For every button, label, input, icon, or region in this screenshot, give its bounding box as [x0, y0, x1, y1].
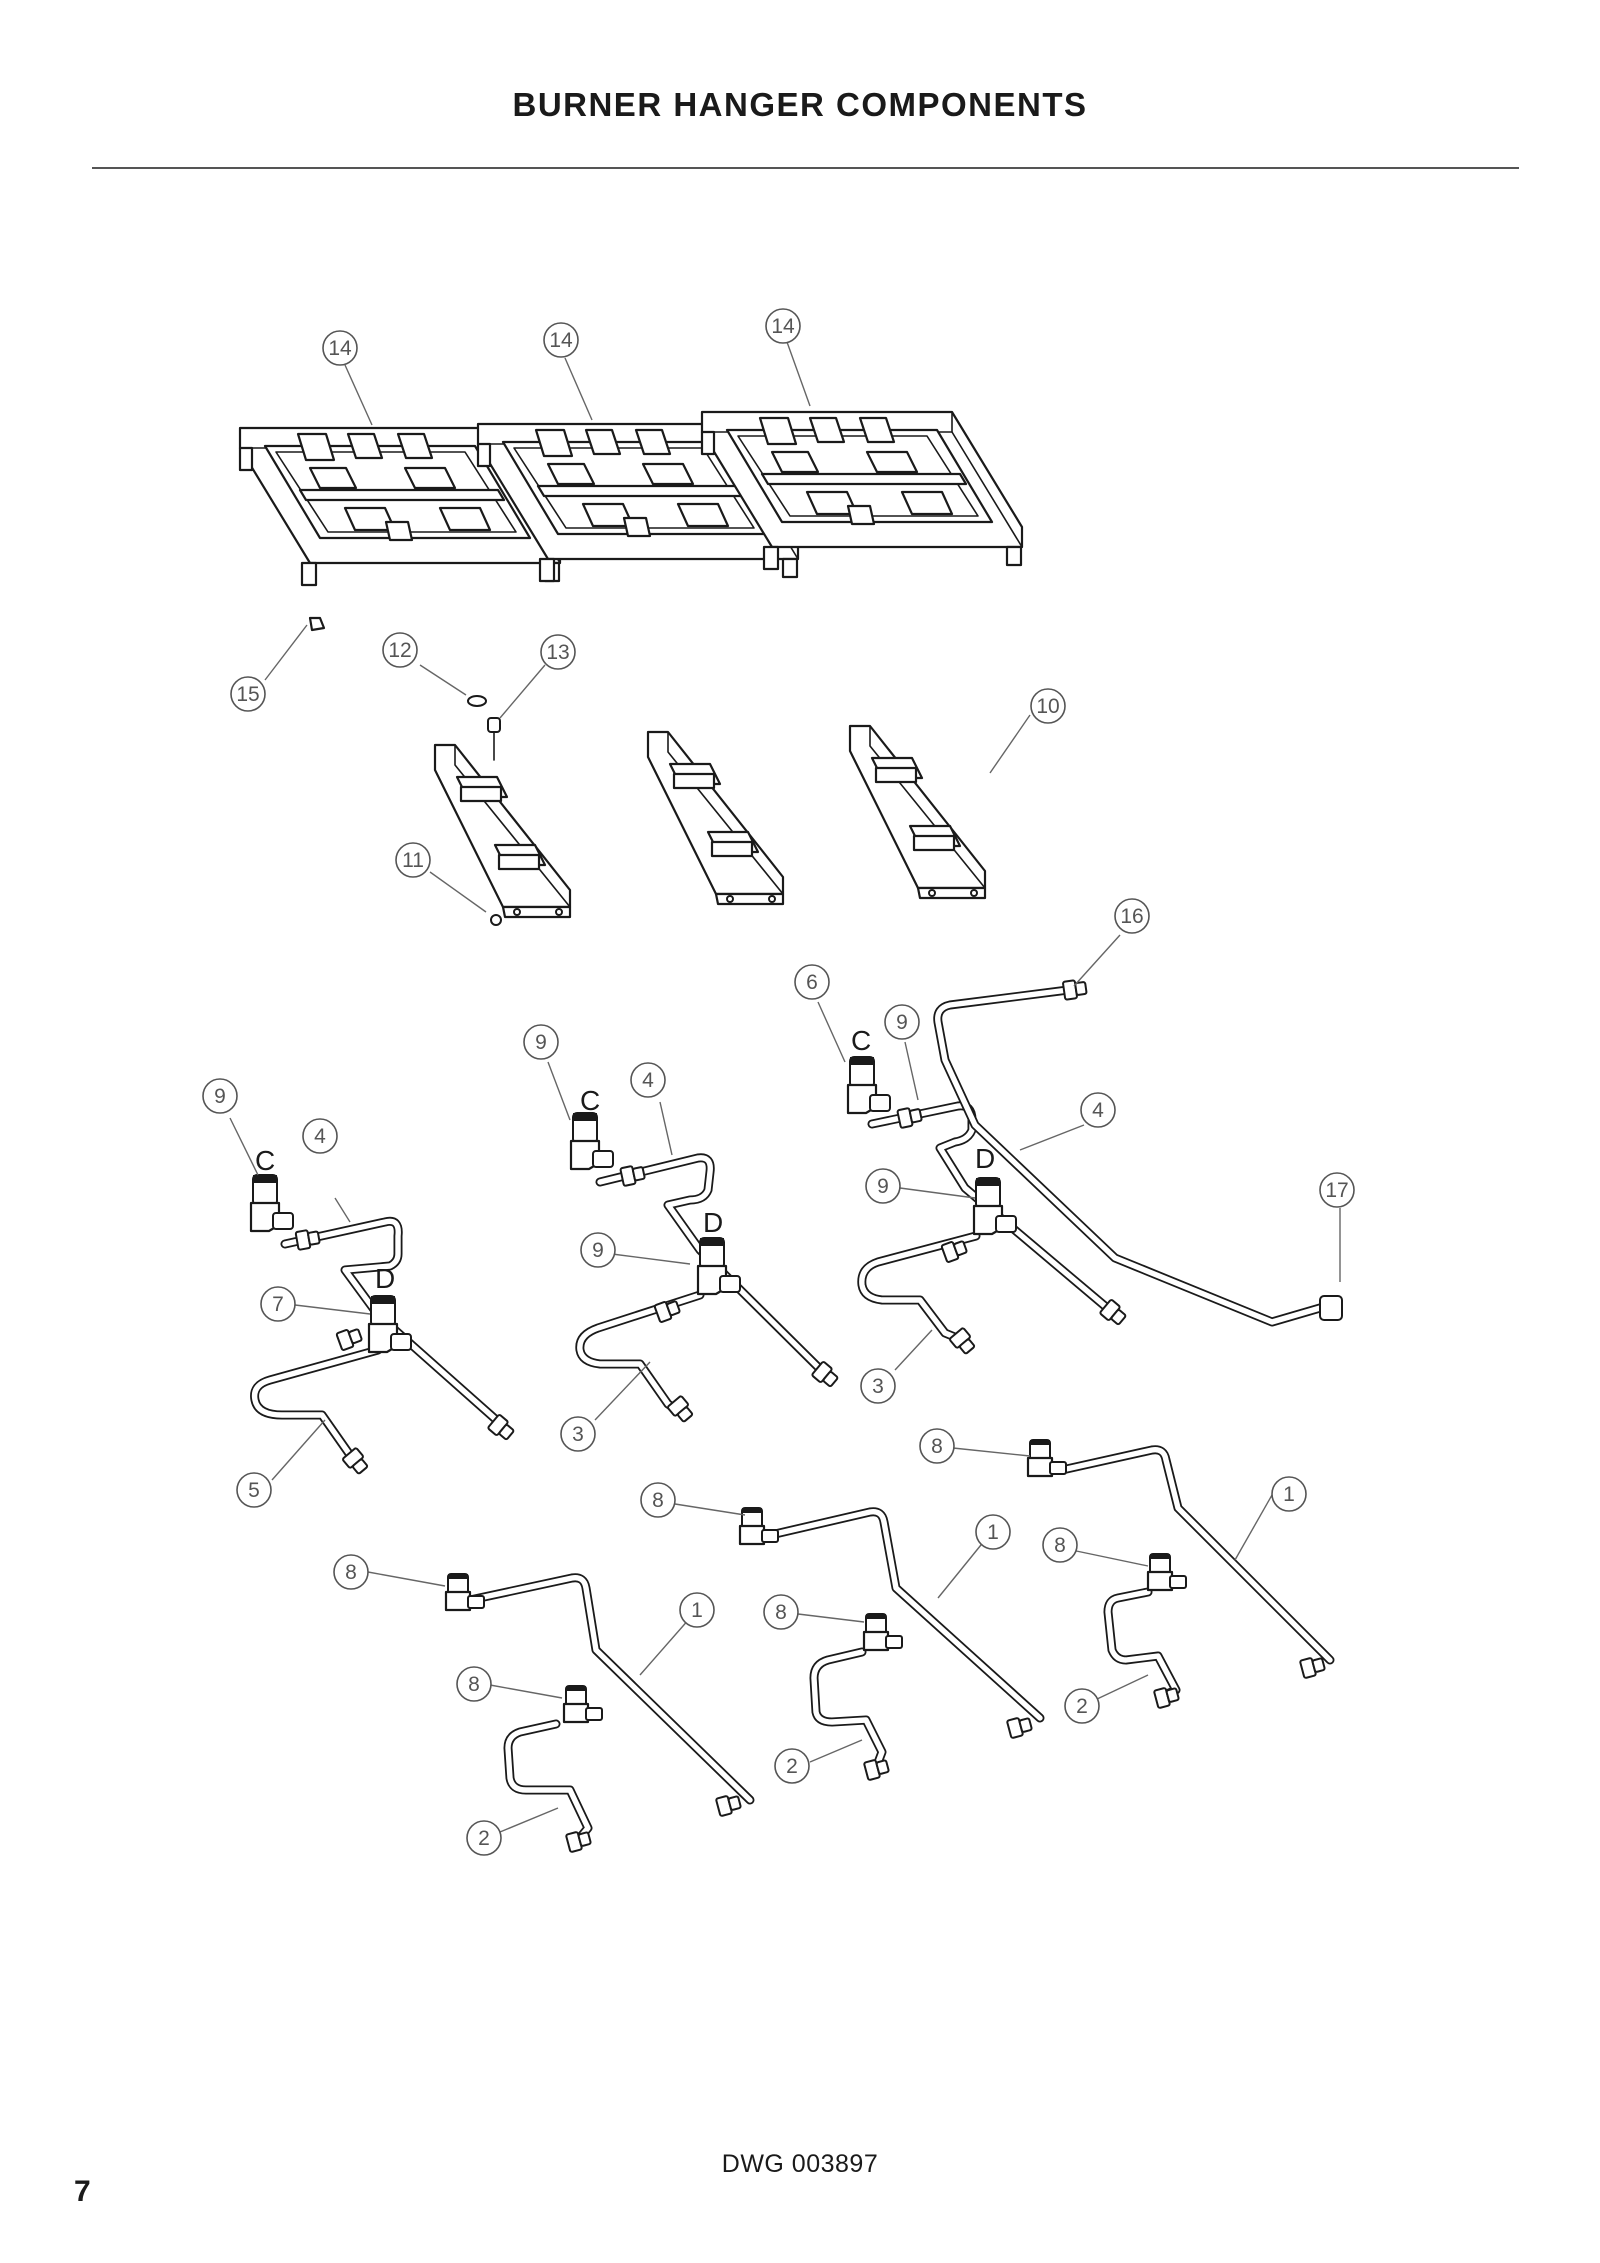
callout-4: 4 [630, 1062, 666, 1098]
callout-1: 1 [1271, 1476, 1307, 1512]
callout-label: 2 [478, 1827, 490, 1850]
callout-8: 8 [919, 1428, 955, 1464]
callout-2: 2 [774, 1748, 810, 1784]
callout-label: 7 [272, 1293, 284, 1316]
tube-assembly-center [569, 1111, 842, 1426]
title-divider [92, 167, 1519, 169]
callout-label: 9 [535, 1031, 547, 1054]
callout-8: 8 [1042, 1527, 1078, 1563]
callout-label: 11 [402, 849, 424, 872]
callout-label: 10 [1036, 695, 1059, 718]
callout-11: 11 [395, 842, 431, 878]
callout-label: 15 [236, 683, 259, 706]
connection-letter-d: D [703, 1207, 723, 1238]
callout-label: 4 [642, 1069, 654, 1092]
page-title: BURNER HANGER COMPONENTS [512, 86, 1088, 123]
callout-9: 9 [202, 1078, 238, 1114]
insert-part-13 [487, 717, 501, 733]
callout-5: 5 [236, 1472, 272, 1508]
callout-label: 1 [691, 1599, 703, 1622]
callout-8: 8 [333, 1554, 369, 1590]
callout-label: 12 [388, 639, 411, 662]
tube-assembly-right [846, 977, 1343, 1358]
callout-label: 8 [775, 1601, 787, 1624]
elbow-part-17 [1319, 1295, 1343, 1321]
grate-foot-part-15 [308, 616, 326, 632]
callout-label: 2 [1076, 1695, 1088, 1718]
burner-hanger-left [433, 743, 572, 919]
callout-17: 17 [1319, 1172, 1355, 1208]
screw-part-11 [490, 914, 502, 926]
callout-13: 13 [540, 634, 576, 670]
callout-label: 9 [592, 1239, 604, 1262]
callout-4: 4 [1080, 1092, 1116, 1128]
burner-hanger-center [646, 730, 785, 906]
callout-label: 9 [877, 1175, 889, 1198]
callout-label: 4 [1092, 1099, 1104, 1122]
tube-assembly-lower-right [1026, 1438, 1335, 1710]
tube-assembly-lower-left [444, 1572, 755, 1854]
callout-label: 14 [328, 337, 352, 360]
page-number: 7 [74, 2175, 91, 2208]
callout-9: 9 [865, 1168, 901, 1204]
callout-14: 14 [322, 330, 358, 366]
callout-label: 8 [1054, 1534, 1066, 1557]
callout-9: 9 [523, 1024, 559, 1060]
callout-label: 9 [214, 1085, 226, 1108]
callout-label: 5 [248, 1479, 260, 1502]
callout-label: 14 [549, 329, 573, 352]
callout-label: 6 [806, 971, 818, 994]
connection-letter-d: D [375, 1263, 395, 1294]
callout-4: 4 [302, 1118, 338, 1154]
callout-3: 3 [560, 1416, 596, 1452]
connection-letter-c: C [580, 1085, 600, 1116]
callout-9: 9 [580, 1232, 616, 1268]
callout-1: 1 [679, 1592, 715, 1628]
callout-label: 8 [468, 1673, 480, 1696]
callout-12: 12 [382, 632, 418, 668]
callout-8: 8 [456, 1666, 492, 1702]
callout-16: 16 [1114, 898, 1150, 934]
callout-2: 2 [466, 1820, 502, 1856]
callout-9: 9 [884, 1004, 920, 1040]
callout-10: 10 [1030, 688, 1066, 724]
callout-label: 4 [314, 1125, 326, 1148]
callout-14: 14 [765, 308, 801, 344]
callout-6: 6 [794, 964, 830, 1000]
connection-letter-c: C [255, 1145, 275, 1176]
callout-label: 1 [987, 1521, 999, 1544]
callout-label: 8 [345, 1561, 357, 1584]
callout-14: 14 [543, 322, 579, 358]
tube-assembly-lower-center [738, 1506, 1045, 1782]
callout-leaders [229, 341, 1341, 1833]
callout-3: 3 [860, 1368, 896, 1404]
callout-2: 2 [1064, 1688, 1100, 1724]
callout-15: 15 [230, 676, 266, 712]
callout-7: 7 [260, 1286, 296, 1322]
callout-8: 8 [640, 1482, 676, 1518]
burner-hanger-right [848, 724, 987, 900]
callout-label: 2 [786, 1755, 798, 1778]
connection-letter-c: C [851, 1025, 871, 1056]
callout-label: 9 [896, 1011, 908, 1034]
callout-label: 13 [546, 641, 569, 664]
callout-label: 17 [1325, 1179, 1348, 1202]
callout-label: 16 [1120, 905, 1143, 928]
callout-label: 8 [931, 1435, 943, 1458]
connection-letter-d: D [975, 1143, 995, 1174]
callout-label: 14 [771, 315, 795, 338]
drawing-number: DWG 003897 [721, 2150, 879, 2178]
tube-assembly-left [249, 1173, 518, 1478]
callout-label: 3 [572, 1423, 584, 1446]
washer-part-12 [467, 695, 487, 707]
callout-label: 1 [1283, 1483, 1295, 1506]
callout-1: 1 [975, 1514, 1011, 1550]
callout-label: 8 [652, 1489, 664, 1512]
callout-8: 8 [763, 1594, 799, 1630]
callout-label: 3 [872, 1375, 884, 1398]
